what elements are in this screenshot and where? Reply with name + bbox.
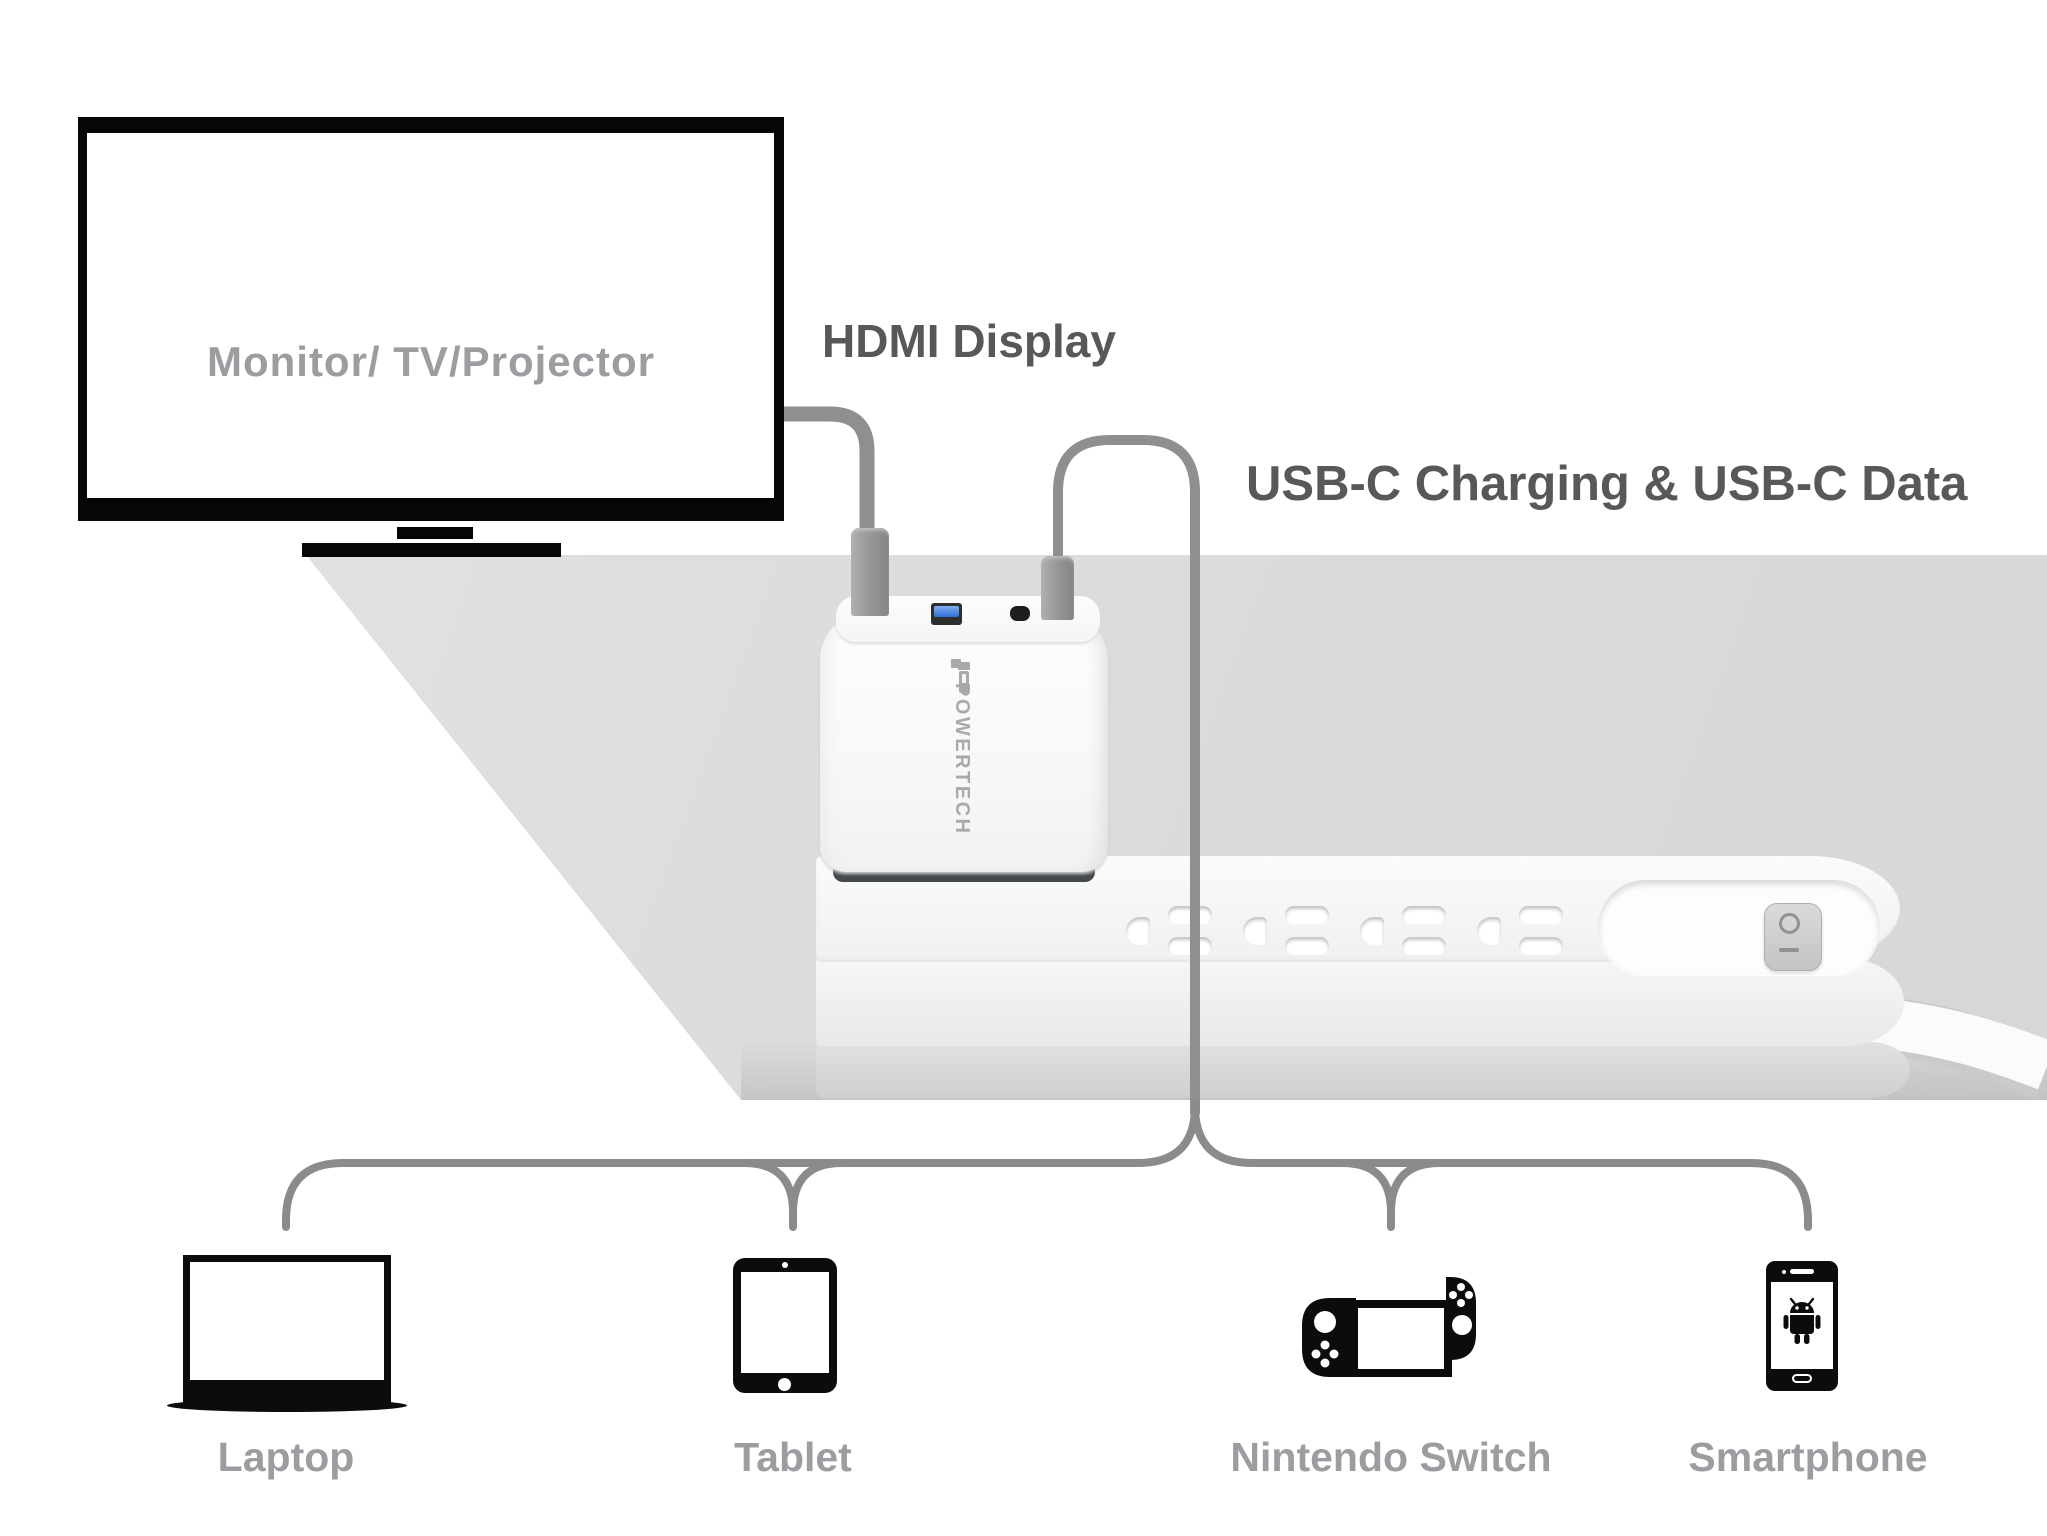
- power-switch: [1764, 903, 1822, 971]
- usb-a-port: [931, 603, 962, 625]
- hdmi-display-heading: HDMI Display: [822, 315, 1116, 367]
- smartphone-home-button: [1792, 1374, 1812, 1383]
- power-switch-recess: [1598, 880, 1880, 975]
- laptop-label: Laptop: [217, 1434, 355, 1480]
- powertech-logo-icon: [951, 659, 970, 693]
- outlet-slot: [1519, 906, 1563, 924]
- tablet-icon: [733, 1258, 837, 1393]
- outlet-slot: [1519, 937, 1563, 955]
- outlet-slot: [1402, 906, 1446, 924]
- tablet-home-button: [778, 1378, 791, 1391]
- power-strip-base: [816, 1042, 1910, 1098]
- monitor-stand-base: [302, 543, 561, 557]
- adapter-body: [820, 612, 1108, 872]
- power-off-mark-icon: [1779, 948, 1799, 952]
- nintendo-switch-icon: [1302, 1277, 1476, 1377]
- smartphone-speaker: [1790, 1269, 1814, 1274]
- outlet-ground-hole: [1126, 917, 1150, 945]
- tablet-screen: [741, 1272, 829, 1373]
- monitor-stand-neck: [397, 527, 473, 539]
- smartphone-camera-dot: [1782, 1270, 1786, 1274]
- smartphone-icon: [1766, 1261, 1838, 1391]
- outlet-slot: [1285, 906, 1329, 924]
- usbc-heading: USB-C Charging & USB-C Data: [1246, 457, 1968, 511]
- outlet-ground-hole: [1243, 917, 1267, 945]
- tablet-label: Tablet: [734, 1434, 852, 1480]
- hdmi-plug: [851, 528, 889, 616]
- outlet-ground-hole: [1360, 917, 1384, 945]
- outlet-slot: [1402, 937, 1446, 955]
- outlet-slot: [1285, 937, 1329, 955]
- usb-c-port: [1010, 606, 1030, 621]
- nintendo-switch-label: Nintendo Switch: [1230, 1434, 1552, 1480]
- tablet-camera-dot: [782, 1262, 788, 1268]
- laptop-icon: [183, 1255, 391, 1387]
- outlet-ground-hole: [1477, 917, 1501, 945]
- laptop-base: [167, 1399, 407, 1412]
- monitor-label: Monitor/ TV/Projector: [206, 338, 655, 385]
- monitor-display: [78, 117, 784, 521]
- android-robot-icon: [1783, 1297, 1821, 1344]
- smartphone-label: Smartphone: [1688, 1434, 1928, 1480]
- usb-c-plug: [1041, 556, 1074, 620]
- power-on-mark-icon: [1779, 913, 1800, 934]
- usb-a-tongue: [934, 606, 959, 617]
